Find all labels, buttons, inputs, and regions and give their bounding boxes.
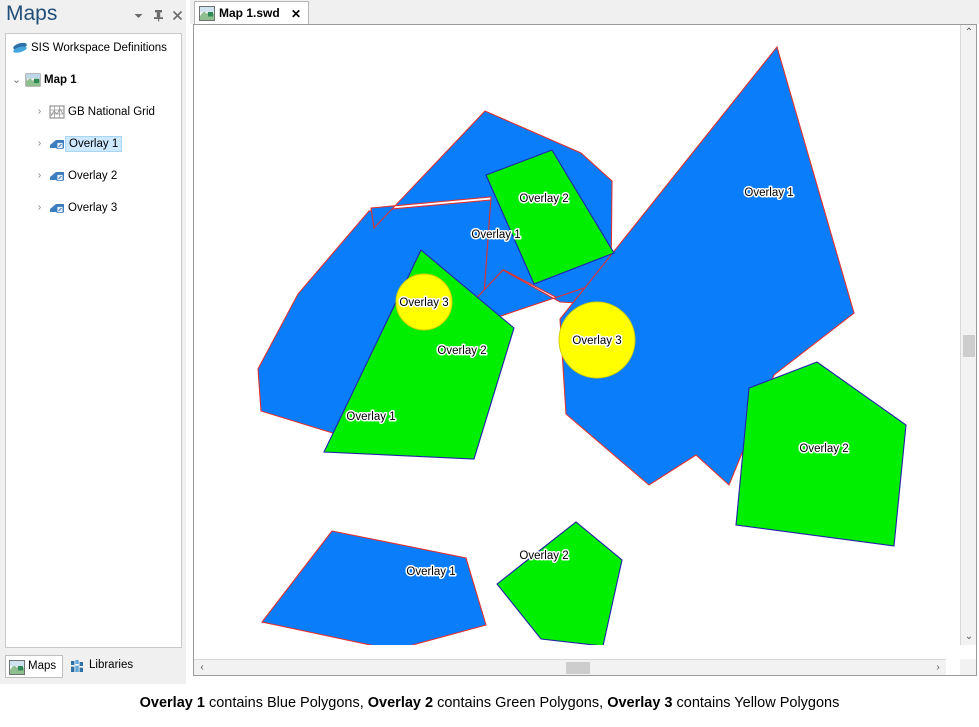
tree-item-map-1[interactable]: ⌄ Map 1 xyxy=(6,72,181,88)
map-label-green-small-ne: Overlay 2 xyxy=(519,193,568,205)
map-shapes-group xyxy=(257,45,907,645)
overlay-icon xyxy=(49,201,65,215)
map-shape-blue-sw[interactable] xyxy=(261,530,487,645)
chevron-down-icon[interactable] xyxy=(130,7,147,24)
map-shape-yellow-small[interactable] xyxy=(395,273,453,331)
map-label-blue-nw: Overlay 1 xyxy=(346,411,395,423)
tree-item-label: SIS Workspace Definitions xyxy=(31,42,167,54)
map-icon xyxy=(25,73,41,87)
tree-item-label: Overlay 1 xyxy=(65,136,123,152)
close-icon[interactable] xyxy=(169,7,186,24)
pin-icon[interactable] xyxy=(150,7,167,24)
caption-bold-term: Overlay 2 xyxy=(367,695,434,711)
panel-header: Maps xyxy=(0,0,186,32)
tab-libraries[interactable]: Libraries xyxy=(67,655,149,678)
map-shape-yellow-large[interactable] xyxy=(558,301,636,379)
map-drawing[interactable]: Overlay 1 Overlay 1 Overlay 1 Overlay 1 Over… xyxy=(194,25,946,645)
vertical-scroll-thumb[interactable] xyxy=(963,335,975,357)
caption-bold-term: Overlay 3 xyxy=(607,695,673,711)
map-label-green-east: Overlay 2 xyxy=(799,443,848,455)
caption-bold-term: Overlay 1 xyxy=(139,695,205,711)
tree-item-overlay-2[interactable]: › Overlay 2 xyxy=(6,168,181,184)
overlay-icon xyxy=(49,137,65,151)
map-canvas[interactable]: Overlay 1 Overlay 1 Overlay 1 Overlay 1 Over… xyxy=(194,25,946,645)
tree-item-label: Overlay 3 xyxy=(68,202,118,214)
panel-title: Maps xyxy=(6,2,58,25)
map-shape-green-east[interactable] xyxy=(735,361,907,547)
map-label-green-south: Overlay 2 xyxy=(519,550,568,562)
overlay-icon xyxy=(49,169,65,183)
workspace-icon xyxy=(12,41,28,55)
tree-item-label: GB National Grid xyxy=(68,106,155,118)
scroll-right-arrow[interactable]: › xyxy=(936,662,940,673)
horizontal-scroll-thumb[interactable] xyxy=(566,662,590,674)
tree-item-overlay-3[interactable]: › Overlay 3 xyxy=(6,200,181,216)
scroll-down-arrow[interactable]: ⌄ xyxy=(964,631,974,642)
chevron-right-icon[interactable]: › xyxy=(37,138,42,149)
chevron-down-icon[interactable]: ⌄ xyxy=(11,74,22,86)
map-labels-group: Overlay 1 Overlay 1 Overlay 1 Overlay 1 Over… xyxy=(345,186,850,580)
document-tab-map-1-swd[interactable]: Map 1.swd ✕ xyxy=(194,1,310,24)
tree-item-label: Map 1 xyxy=(44,74,77,86)
map-horizontal-scrollbar[interactable]: ‹ › xyxy=(194,659,946,675)
map-vertical-scrollbar[interactable]: ⌃ ⌄ xyxy=(960,25,976,645)
caption-plain-text: contains Green Polygons, xyxy=(433,695,608,711)
scroll-up-arrow[interactable]: ⌃ xyxy=(964,27,974,38)
tab-label: Maps xyxy=(28,660,57,672)
tree-item-gb-national-grid[interactable]: › GB National Grid xyxy=(6,104,181,120)
panel-tab-bar: Maps Libraries xyxy=(5,655,182,678)
map-label-yellow-small: Overlay 3 xyxy=(399,297,448,309)
document-tab-strip: Map 1.swd ✕ xyxy=(190,0,979,24)
tab-label: Libraries xyxy=(89,659,134,671)
chevron-right-icon[interactable]: › xyxy=(37,106,42,117)
tree-item-overlay-1[interactable]: › Overlay 1 xyxy=(6,136,181,152)
maps-dock-panel: Maps xyxy=(0,0,186,684)
map-label-blue-north: Overlay 1 xyxy=(471,229,520,241)
chevron-right-icon[interactable]: › xyxy=(37,170,42,181)
map-view-frame: Overlay 1 Overlay 1 Overlay 1 Overlay 1 Over… xyxy=(193,24,977,676)
caption-plain-text: contains Blue Polygons, xyxy=(204,695,368,711)
map-icon xyxy=(9,660,25,675)
workspace-tree[interactable]: SIS Workspace Definitions ⌄ Map 1 › xyxy=(5,33,182,648)
scroll-left-arrow[interactable]: ‹ xyxy=(200,662,204,673)
map-label-blue-sw: Overlay 1 xyxy=(406,566,455,578)
map-shape-green-nw[interactable] xyxy=(323,249,515,460)
chevron-right-icon[interactable]: › xyxy=(37,202,42,213)
map-label-green-nw: Overlay 2 xyxy=(437,345,486,357)
tree-item-label: Overlay 2 xyxy=(68,170,118,182)
caption-plain-text: contains Yellow Polygons xyxy=(672,695,840,711)
map-shape-green-south[interactable] xyxy=(496,521,623,645)
library-icon xyxy=(70,659,86,674)
map-icon xyxy=(199,6,215,21)
map-shape-green-small-ne[interactable] xyxy=(485,149,615,285)
document-tab-label: Map 1.swd xyxy=(219,6,280,20)
map-label-yellow-large: Overlay 3 xyxy=(572,335,621,347)
close-icon[interactable]: ✕ xyxy=(291,6,302,21)
tree-item-sis-workspace-definitions[interactable]: SIS Workspace Definitions xyxy=(6,40,181,56)
grid-icon xyxy=(49,105,65,119)
tab-maps[interactable]: Maps xyxy=(5,655,63,678)
caption-text: Overlay 1 contains Blue Polygons, Overla… xyxy=(0,686,979,727)
scrollbar-corner xyxy=(960,659,976,675)
map-label-blue-east: Overlay 1 xyxy=(744,187,793,199)
